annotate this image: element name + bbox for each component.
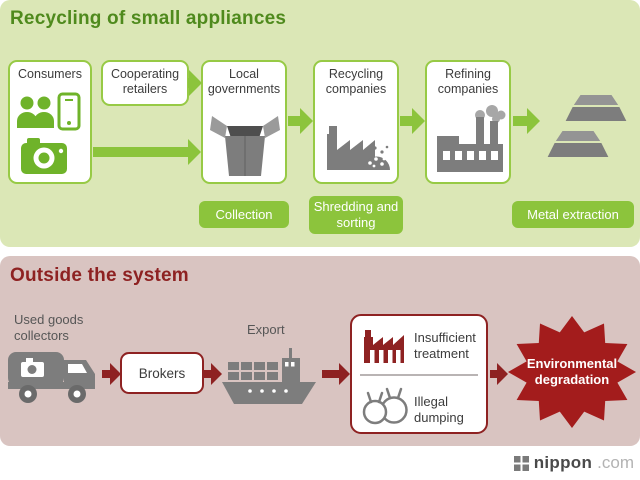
arrow-brokers-to-ship bbox=[204, 363, 222, 385]
refining-companies-box: Refining companies bbox=[425, 60, 511, 184]
treatment-box: Insufficient treatment Illegal dumping bbox=[350, 314, 488, 434]
trash-bags-icon bbox=[362, 387, 408, 425]
local-governments-label: Local governments bbox=[207, 67, 281, 96]
consumers-label: Consumers bbox=[18, 67, 82, 81]
arrow-ship-to-treatment bbox=[322, 363, 350, 385]
export-label: Export bbox=[247, 322, 285, 337]
recycling-companies-label: Recycling companies bbox=[325, 67, 387, 96]
factory-smokestacks-icon bbox=[437, 105, 506, 172]
local-governments-box: Local governments bbox=[201, 60, 287, 184]
treatment-divider bbox=[360, 374, 478, 376]
garbage-truck-icon bbox=[8, 352, 95, 403]
cargo-ship-icon bbox=[222, 348, 316, 404]
starburst-shape bbox=[508, 316, 636, 428]
arrow-treatment-to-starburst bbox=[490, 363, 508, 385]
brokers-label: Brokers bbox=[138, 365, 186, 381]
retailers-box: Cooperating retailers bbox=[101, 60, 189, 106]
retailers-label: Cooperating retailers bbox=[110, 67, 180, 96]
logo-brand-text: nippon bbox=[533, 453, 593, 472]
logo-tld-text: .com bbox=[597, 453, 634, 472]
factory-shredder-icon bbox=[327, 126, 390, 170]
open-box-icon bbox=[210, 116, 280, 176]
arrow-localgov-to-recycling bbox=[288, 108, 313, 134]
collection-tag: Collection bbox=[199, 201, 289, 228]
grid-logo-icon bbox=[513, 455, 529, 471]
people-phone-camera-icon bbox=[17, 92, 81, 174]
arrow-recycling-to-refining bbox=[400, 108, 425, 134]
consumers-box: Consumers bbox=[8, 60, 92, 184]
shredding-sorting-tag: Shredding and sorting bbox=[309, 196, 403, 234]
metal-ingots-icon bbox=[544, 93, 630, 159]
nippon-logo: nippon.com bbox=[500, 452, 634, 474]
insufficient-treatment-label: Insufficient treatment bbox=[414, 330, 476, 361]
used-goods-collectors-label: Used goods collectors bbox=[14, 312, 84, 343]
recycling-companies-box: Recycling companies bbox=[313, 60, 399, 184]
arrow-truck-to-brokers bbox=[102, 363, 121, 385]
arrow-retailers-to-localgov bbox=[188, 70, 202, 96]
illegal-dumping-label: Illegal dumping bbox=[414, 394, 464, 425]
red-factory-icon bbox=[364, 330, 404, 363]
arrow-consumers-to-localgov bbox=[93, 139, 201, 165]
brokers-box: Brokers bbox=[120, 352, 204, 394]
metal-extraction-tag: Metal extraction bbox=[512, 201, 634, 228]
system-title: Recycling of small appliances bbox=[10, 8, 287, 29]
environmental-degradation-starburst: Environmental degradation bbox=[506, 312, 638, 432]
outside-title: Outside the system bbox=[10, 265, 189, 286]
arrow-refining-to-ingots bbox=[513, 108, 540, 134]
environmental-degradation-label: Environmental degradation bbox=[526, 355, 618, 387]
refining-companies-label: Refining companies bbox=[437, 67, 499, 96]
